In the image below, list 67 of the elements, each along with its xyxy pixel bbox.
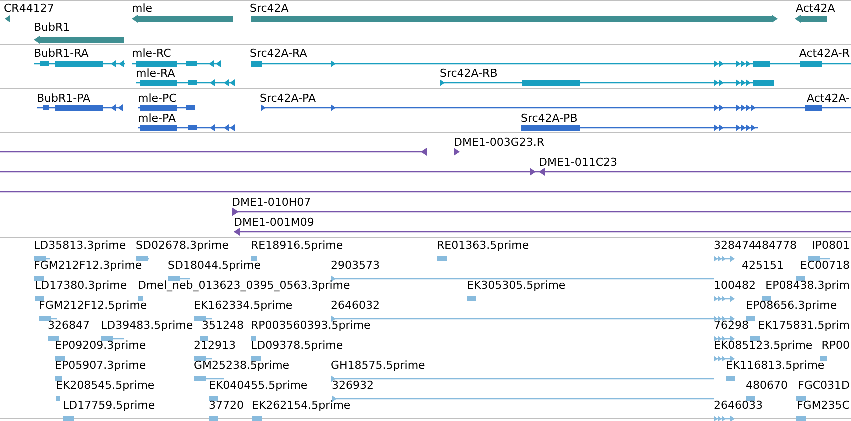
feature-label: Src42A-RB [440,67,498,80]
feature-label: EK175831.5prim [758,319,850,332]
feature-label: RE01363.5prime [437,239,530,252]
feature-label: EK262154.5prime [252,399,351,412]
feature-label: 351248 [202,319,244,332]
feature-label: RP003560393.5prime [251,319,371,332]
feature-label: 480670 [746,379,788,392]
feature-label: EK305305.5prime [467,279,566,292]
feature-label: Act42A [796,2,836,15]
feature-label: DME1-011C23 [539,156,618,169]
feature-label: mle [132,2,153,15]
feature-label: mle-RC [132,47,172,60]
feature-label: GM25238.5prime [194,359,290,372]
feature-label: 2903573 [331,259,380,272]
feature-label: SD18044.5prime [168,259,261,272]
feature-label: RP00 [822,339,850,352]
feature-label: IP0801 [812,239,850,252]
feature-label: mle-PC [138,92,177,105]
feature-label: mle-RA [136,67,176,80]
feature-label: DME1-010H07 [232,196,312,209]
feature-label: CR44127 [4,2,54,15]
feature-label: 37720 [209,399,244,412]
feature-label: DME1-001M09 [234,216,314,229]
feature-label: GH18575.5prime [331,359,426,372]
feature-label: BubR1-PA [37,92,91,105]
feature-label: EP09209.3prime [55,339,146,352]
feature-label: FGC031D [798,379,850,392]
feature-label: 2646033 [714,399,763,412]
feature-label: FGM235C [796,399,850,412]
feature-label: EK162334.5prime [194,299,293,312]
feature-label: Act42A-R [799,47,850,60]
feature-label: Act42A- [807,92,850,105]
feature-label: BubR1-RA [34,47,89,60]
feature-label: Dmel_neb_013623_0395_0563.3prime [138,279,350,292]
feature-label: DME1-003G23.R [454,136,545,149]
feature-label: EP05907.3prime [55,359,146,372]
feature-label: 2646032 [331,299,380,312]
feature-label: EC00718 [800,259,850,272]
feature-label: LD39483.5prime [101,319,194,332]
feature-label: LD35813.3prime [34,239,126,252]
feature-label: LD17759.5prime [63,399,156,412]
feature-label: SD02678.3prime [136,239,229,252]
feature-label: mle-PA [138,112,176,125]
feature-label: EK040455.5prime [209,379,308,392]
feature-label: LD09378.5prime [251,339,344,352]
feature-label: BubR1 [34,21,70,34]
feature-label: EK208545.5prime [56,379,155,392]
feature-label: EK116813.5prime [726,359,825,372]
feature-label: 484778 [755,239,797,252]
feature-label: Src42A [250,2,289,15]
feature-label: EP08438.3prim [766,279,850,292]
feature-label: FGM212F12.5prime [39,299,148,312]
feature-label: 326932 [332,379,374,392]
feature-label: Src42A-RA [250,47,308,60]
feature-label: 425151 [742,259,784,272]
feature-label: Src42A-PB [521,112,578,125]
feature-label: 100482 [714,279,756,292]
feature-label: FGM212F12.3prime [34,259,142,272]
feature-label: EP08656.3prime [746,299,838,312]
feature-label: 328474 [714,239,756,252]
feature-label: 76298 [714,319,749,332]
feature-label: RE18916.5prime [251,239,344,252]
feature-label: Src42A-PA [260,92,316,105]
feature-label: 212913 [194,339,236,352]
feature-label: 326847 [48,319,90,332]
feature-label: EK085123.5prime [714,339,813,352]
feature-label: LD17380.3prime [35,279,128,292]
